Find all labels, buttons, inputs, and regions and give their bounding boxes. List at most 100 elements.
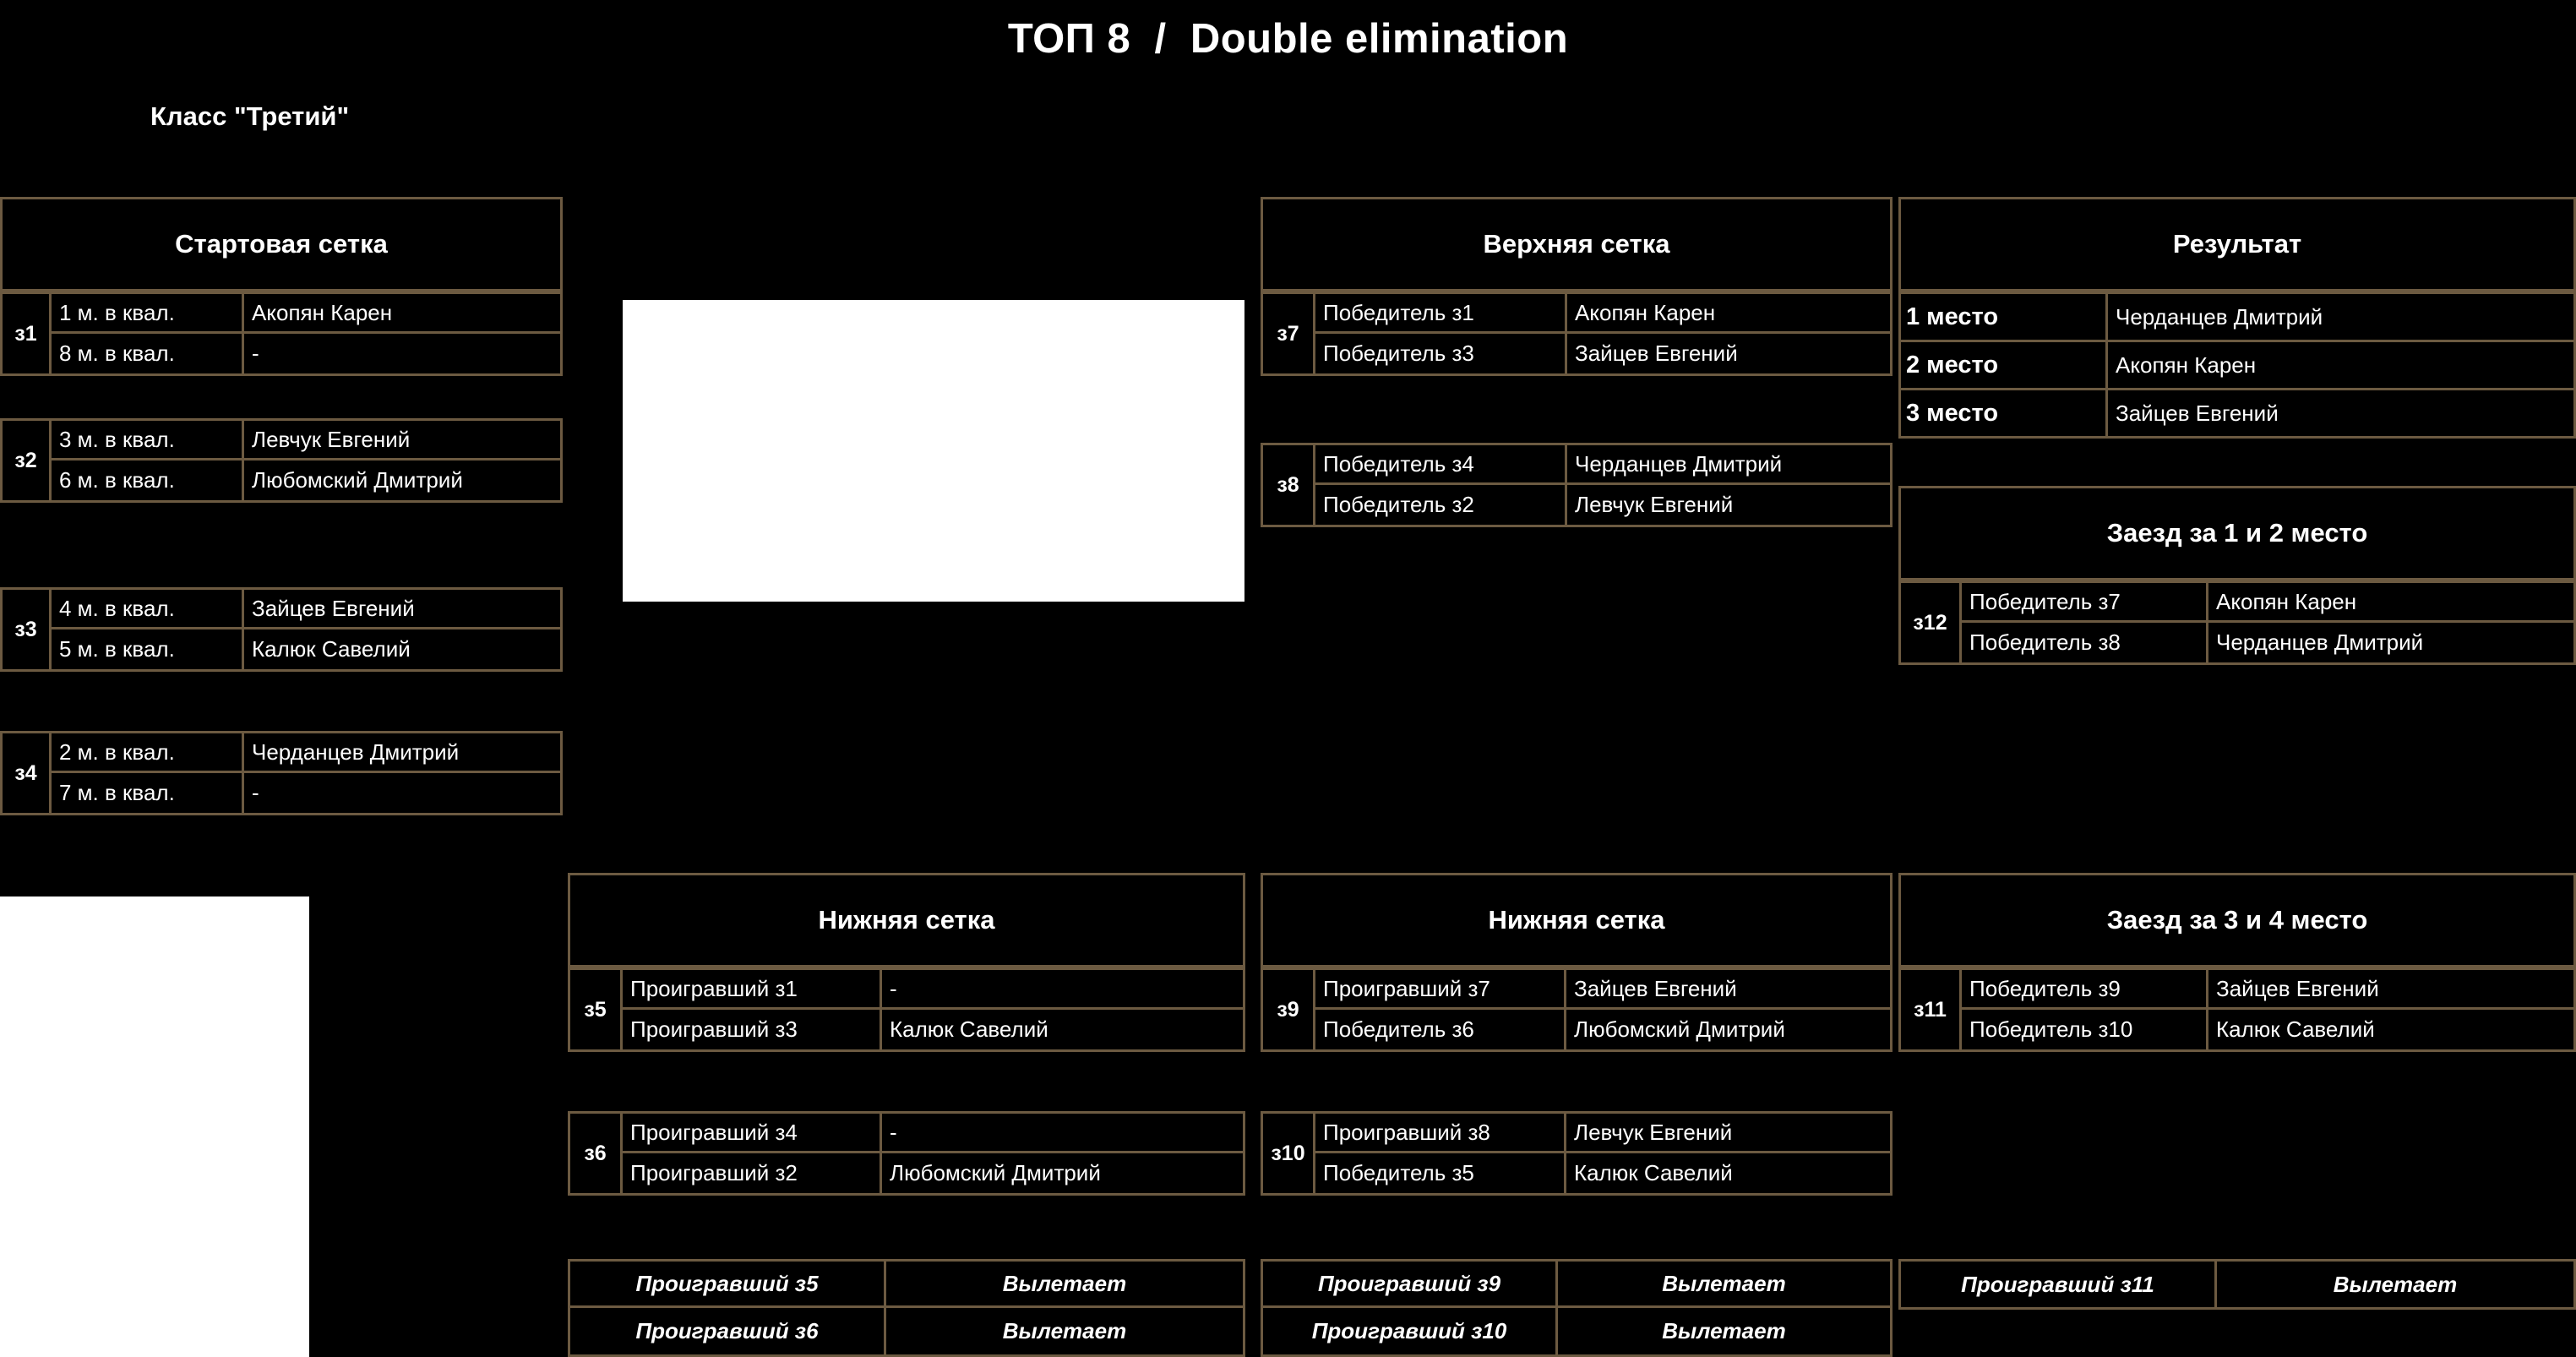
match-row[interactable]: 4 м. в квал. Зайцев Евгений (52, 590, 560, 629)
participant-name: Зайцев Евгений (252, 595, 415, 621)
result-row[interactable]: 3 место Зайцев Евгений (1901, 390, 2573, 436)
eliminated-row[interactable]: Проигравший з11 Вылетает (1901, 1262, 2573, 1307)
match-block-z11[interactable]: з11 Победитель з9 Зайцев Евгений Победит… (1898, 967, 2576, 1052)
match-row[interactable]: Проигравший з8 Левчук Евгений (1315, 1114, 1890, 1153)
match-block-z9[interactable]: з9 Проигравший з7 Зайцев Евгений Победит… (1261, 967, 1893, 1052)
slot-label: Проигравший з7 (1315, 970, 1566, 1007)
match-row[interactable]: Проигравший з2 Любомский Дмитрий (623, 1153, 1243, 1193)
result-participant-name: Черданцев Дмитрий (2116, 303, 2323, 330)
match-row[interactable]: 8 м. в квал. - (52, 334, 560, 373)
match-tag: з7 (1263, 294, 1315, 373)
match-row[interactable]: Победитель з3 Зайцев Евгений (1315, 334, 1890, 373)
match-block-z7[interactable]: з7 Победитель з1 Акопян Карен Победитель… (1261, 292, 1893, 376)
slot-label: 5 м. в квал. (52, 629, 244, 669)
match-row[interactable]: Победитель з9 Зайцев Евгений (1962, 970, 2573, 1010)
match-tag: з4 (3, 733, 52, 813)
slot-label: Победитель з8 (1962, 623, 2208, 662)
match-tag: з8 (1263, 445, 1315, 525)
slot-label: Проигравший з3 (623, 1010, 882, 1049)
match-rows: Победитель з9 Зайцев Евгений Победитель … (1962, 970, 2573, 1049)
slot-label: 7 м. в квал. (52, 773, 244, 813)
match-row[interactable]: Победитель з10 Калюк Савелий (1962, 1010, 2573, 1049)
match-rows: 2 м. в квал. Черданцев Дмитрий 7 м. в кв… (52, 733, 560, 813)
panel-header-lower-bracket-1: Нижняя сетка (568, 873, 1245, 967)
status-badge: Вылетает (1002, 1270, 1127, 1296)
class-label: Класс "Третий" (150, 101, 350, 131)
eliminated-row[interactable]: Проигравший з9 Вылетает (1263, 1262, 1890, 1308)
match-row[interactable]: Победитель з8 Черданцев Дмитрий (1962, 623, 2573, 662)
eliminated-row[interactable]: Проигравший з6 Вылетает (570, 1308, 1243, 1354)
match-rows: Победитель з7 Акопян Карен Победитель з8… (1962, 583, 2573, 662)
match-rows: 1 м. в квал. Акопян Карен 8 м. в квал. - (52, 294, 560, 373)
match-row[interactable]: 5 м. в квал. Калюк Савелий (52, 629, 560, 669)
slot-label: Победитель з7 (1962, 583, 2208, 620)
match-row[interactable]: Проигравший з7 Зайцев Евгений (1315, 970, 1890, 1010)
match-row[interactable]: Победитель з4 Черданцев Дмитрий (1315, 445, 1890, 485)
slot-label: 8 м. в квал. (52, 334, 244, 373)
slot-label: Победитель з5 (1315, 1153, 1566, 1193)
result-row[interactable]: 2 место Акопян Карен (1901, 342, 2573, 390)
participant-name: Акопян Карен (2216, 588, 2357, 614)
status-badge: Вылетает (2333, 1271, 2458, 1297)
match-block-z5[interactable]: з5 Проигравший з1 - Проигравший з3 Калюк… (568, 967, 1245, 1052)
status-badge: Вылетает (1662, 1318, 1786, 1343)
slot-label: Проигравший з2 (623, 1153, 882, 1193)
participant-name: Любомский Дмитрий (890, 1160, 1101, 1185)
participant-name: Зайцев Евгений (2216, 975, 2379, 1001)
panel-header-start-bracket: Стартовая сетка (0, 197, 563, 292)
participant-name: Калюк Савелий (1574, 1160, 1733, 1185)
slot-label: Проигравший з6 (570, 1308, 886, 1354)
participant-name: Левчук Евгений (252, 426, 411, 452)
panel-header-final-3-4: Заезд за 3 и 4 место (1898, 873, 2576, 967)
image-placeholder-bottom-left (0, 896, 309, 1357)
match-row[interactable]: 7 м. в квал. - (52, 773, 560, 813)
image-placeholder-top (623, 300, 1244, 602)
eliminated-block-final-3-4: Проигравший з11 Вылетает (1898, 1259, 2576, 1310)
match-rows: 3 м. в квал. Левчук Евгений 6 м. в квал.… (52, 421, 560, 500)
match-tag: з12 (1901, 583, 1962, 662)
slot-label: Проигравший з11 (1901, 1262, 2217, 1307)
slot-label: Победитель з1 (1315, 294, 1567, 331)
panel-header-final-1-2: Заезд за 1 и 2 место (1898, 486, 2576, 580)
slot-label: Победитель з3 (1315, 334, 1567, 373)
participant-name: Калюк Савелий (252, 636, 411, 662)
slot-label: 6 м. в квал. (52, 461, 244, 500)
match-row[interactable]: Победитель з2 Левчук Евгений (1315, 485, 1890, 525)
result-participant-name: Зайцев Евгений (2116, 400, 2279, 426)
match-row[interactable]: 1 м. в квал. Акопян Карен (52, 294, 560, 334)
match-block-z4[interactable]: з4 2 м. в квал. Черданцев Дмитрий 7 м. в… (0, 731, 563, 815)
slot-label: Проигравший з9 (1263, 1262, 1558, 1305)
participant-name: Левчук Евгений (1574, 1119, 1733, 1145)
page-title: ТОП 8 / Double elimination (1007, 16, 1569, 62)
slot-label: 2 м. в квал. (52, 733, 244, 771)
match-row[interactable]: Победитель з1 Акопян Карен (1315, 294, 1890, 334)
result-row[interactable]: 1 место Черданцев Дмитрий (1901, 294, 2573, 342)
slot-label: Проигравший з8 (1315, 1114, 1566, 1151)
match-block-z8[interactable]: з8 Победитель з4 Черданцев Дмитрий Побед… (1261, 443, 1893, 527)
slot-label: Проигравший з4 (623, 1114, 882, 1151)
match-tag: з11 (1901, 970, 1962, 1049)
match-row[interactable]: Проигравший з4 - (623, 1114, 1243, 1153)
match-tag: з2 (3, 421, 52, 500)
match-row[interactable]: 2 м. в квал. Черданцев Дмитрий (52, 733, 560, 773)
match-row[interactable]: Победитель з5 Калюк Савелий (1315, 1153, 1890, 1193)
match-row[interactable]: Проигравший з1 - (623, 970, 1243, 1010)
match-block-z3[interactable]: з3 4 м. в квал. Зайцев Евгений 5 м. в кв… (0, 587, 563, 672)
match-row[interactable]: Победитель з7 Акопян Карен (1962, 583, 2573, 623)
participant-name: Черданцев Дмитрий (252, 738, 460, 765)
match-block-z12[interactable]: з12 Победитель з7 Акопян Карен Победител… (1898, 580, 2576, 665)
participant-name: - (890, 1119, 897, 1145)
match-row[interactable]: 6 м. в квал. Любомский Дмитрий (52, 461, 560, 500)
participant-name: Любомский Дмитрий (1574, 1016, 1785, 1042)
match-block-z10[interactable]: з10 Проигравший з8 Левчук Евгений Победи… (1261, 1111, 1893, 1196)
slot-label: Проигравший з10 (1263, 1308, 1558, 1354)
match-block-z2[interactable]: з2 3 м. в квал. Левчук Евгений 6 м. в кв… (0, 418, 563, 503)
participant-name: Зайцев Евгений (1574, 975, 1737, 1001)
match-block-z1[interactable]: з1 1 м. в квал. Акопян Карен 8 м. в квал… (0, 292, 563, 376)
eliminated-row[interactable]: Проигравший з10 Вылетает (1263, 1308, 1890, 1354)
match-row[interactable]: 3 м. в квал. Левчук Евгений (52, 421, 560, 461)
match-block-z6[interactable]: з6 Проигравший з4 - Проигравший з2 Любом… (568, 1111, 1245, 1196)
match-row[interactable]: Победитель з6 Любомский Дмитрий (1315, 1010, 1890, 1049)
match-row[interactable]: Проигравший з3 Калюк Савелий (623, 1010, 1243, 1049)
eliminated-row[interactable]: Проигравший з5 Вылетает (570, 1262, 1243, 1308)
